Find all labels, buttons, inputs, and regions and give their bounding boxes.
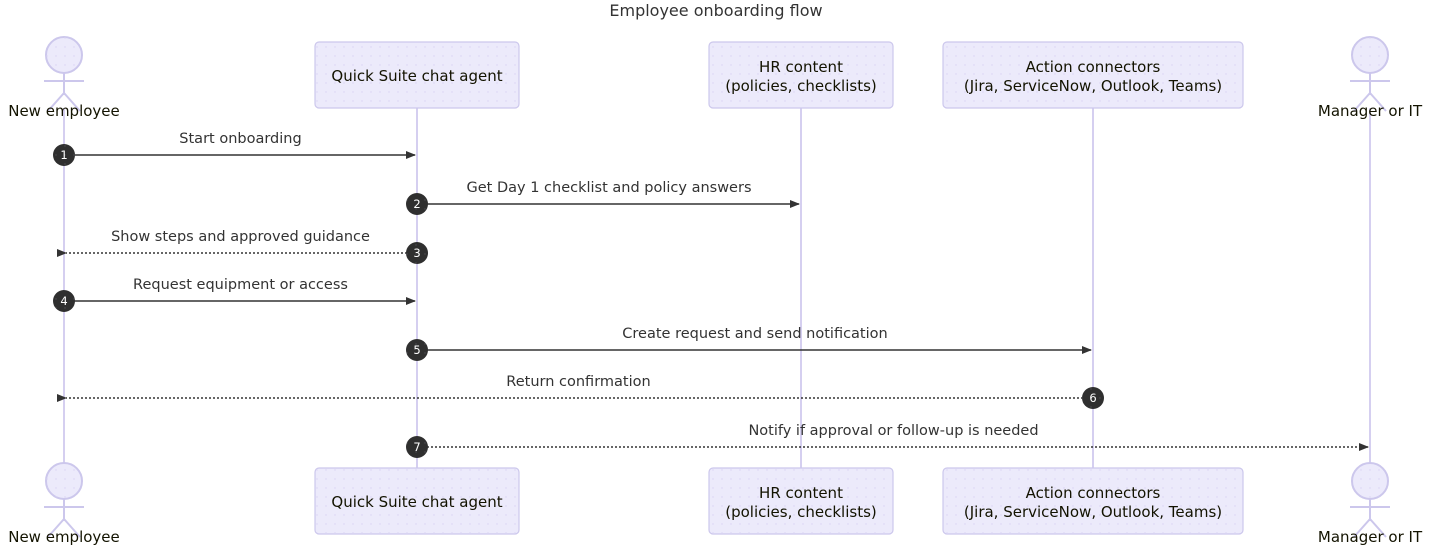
- participant-label-hr-line1: HR content: [759, 484, 843, 502]
- sequence-badge-text-5: 5: [413, 343, 420, 357]
- sequence-badge-texture-5: [406, 339, 428, 361]
- actor-legs-employee: [47, 91, 81, 112]
- message-label-5: Create request and send notification: [622, 326, 887, 342]
- participants-top-layer: New employee Quick Suite chat agent HR con…: [8, 36, 1423, 120]
- sequence-badge-text-3: 3: [413, 246, 420, 260]
- participant-box-texture-connectors: [944, 43, 1242, 107]
- actor-head-texture-manager: [1352, 37, 1388, 73]
- participant-top-manager[interactable]: Manager or IT: [1318, 36, 1423, 120]
- participant-bottom-manager[interactable]: Manager or IT: [1318, 462, 1423, 546]
- participant-label-connectors-line1: Action connectors: [1026, 484, 1161, 502]
- message-label-4: Request equipment or access: [133, 277, 348, 293]
- message-label-3: Show steps and approved guidance: [111, 229, 370, 245]
- actor-head-texture-employee: [46, 37, 82, 73]
- message-label-6: Return confirmation: [506, 374, 650, 390]
- sequence-badge-texture-3: [406, 242, 428, 264]
- participant-bottom-connectors[interactable]: Action connectors(Jira, ServiceNow, Outl…: [942, 467, 1244, 535]
- message-7[interactable]: Notify if approval or follow-up is neede…: [406, 423, 1369, 458]
- message-5[interactable]: Create request and send notification 5: [406, 326, 1092, 361]
- actor-label-employee: New employee: [8, 528, 120, 546]
- sequence-badge-text-6: 6: [1089, 391, 1096, 405]
- participant-box-texture-agent: [316, 469, 518, 533]
- sequence-badge-texture-1: [53, 144, 75, 166]
- actor-legs-manager: [1353, 517, 1387, 538]
- sequence-badge-text-2: 2: [413, 197, 420, 211]
- message-label-1: Start onboarding: [179, 131, 301, 147]
- actor-legs-manager: [1353, 91, 1387, 112]
- participant-box-texture-connectors: [944, 469, 1242, 533]
- participant-box-texture-hr: [710, 43, 892, 107]
- participant-label-hr-line1: HR content: [759, 58, 843, 76]
- message-4[interactable]: Request equipment or access 4: [53, 277, 416, 312]
- sequence-badge-text-7: 7: [413, 440, 420, 454]
- participant-bottom-hr[interactable]: HR content(policies, checklists): [708, 467, 894, 535]
- participant-box-texture-agent: [316, 43, 518, 107]
- participant-top-connectors[interactable]: Action connectors(Jira, ServiceNow, Outl…: [942, 41, 1244, 109]
- participant-label-connectors-line2: (Jira, ServiceNow, Outlook, Teams): [964, 77, 1222, 95]
- message-6[interactable]: Return confirmation 6: [57, 374, 1104, 409]
- sequence-badge-texture-4: [53, 290, 75, 312]
- participant-label-connectors-line2: (Jira, ServiceNow, Outlook, Teams): [964, 503, 1222, 521]
- participant-top-agent[interactable]: Quick Suite chat agent: [314, 41, 520, 109]
- participants-bottom-layer: New employee Quick Suite chat agent HR con…: [8, 462, 1423, 546]
- sequence-badge-texture-6: [1082, 387, 1104, 409]
- message-2[interactable]: Get Day 1 checklist and policy answers 2: [406, 180, 800, 215]
- message-label-2: Get Day 1 checklist and policy answers: [467, 180, 752, 196]
- participant-label-agent: Quick Suite chat agent: [331, 67, 502, 85]
- actor-legs-employee: [47, 517, 81, 538]
- participant-label-hr-line2: (policies, checklists): [725, 77, 877, 95]
- participant-top-hr[interactable]: HR content(policies, checklists): [708, 41, 894, 109]
- sequence-badge-texture-7: [406, 436, 428, 458]
- participant-bottom-employee[interactable]: New employee: [8, 462, 120, 546]
- participant-top-employee[interactable]: New employee: [8, 36, 120, 120]
- sequence-badge-texture-2: [406, 193, 428, 215]
- sequence-badge-text-4: 4: [60, 294, 67, 308]
- page-title: Employee onboarding flow: [609, 1, 822, 20]
- actor-label-manager: Manager or IT: [1318, 528, 1423, 546]
- participant-label-agent: Quick Suite chat agent: [331, 493, 502, 511]
- message-label-7: Notify if approval or follow-up is neede…: [748, 423, 1038, 439]
- participant-label-hr-line2: (policies, checklists): [725, 503, 877, 521]
- actor-head-texture-employee: [46, 463, 82, 499]
- participant-box-texture-hr: [710, 469, 892, 533]
- actor-label-employee: New employee: [8, 102, 120, 120]
- message-3[interactable]: Show steps and approved guidance 3: [57, 229, 428, 264]
- actor-head-texture-manager: [1352, 463, 1388, 499]
- sequence-badge-text-1: 1: [60, 148, 67, 162]
- participant-bottom-agent[interactable]: Quick Suite chat agent: [314, 467, 520, 535]
- participant-label-connectors-line1: Action connectors: [1026, 58, 1161, 76]
- message-1[interactable]: Start onboarding 1: [53, 131, 416, 166]
- actor-label-manager: Manager or IT: [1318, 102, 1423, 120]
